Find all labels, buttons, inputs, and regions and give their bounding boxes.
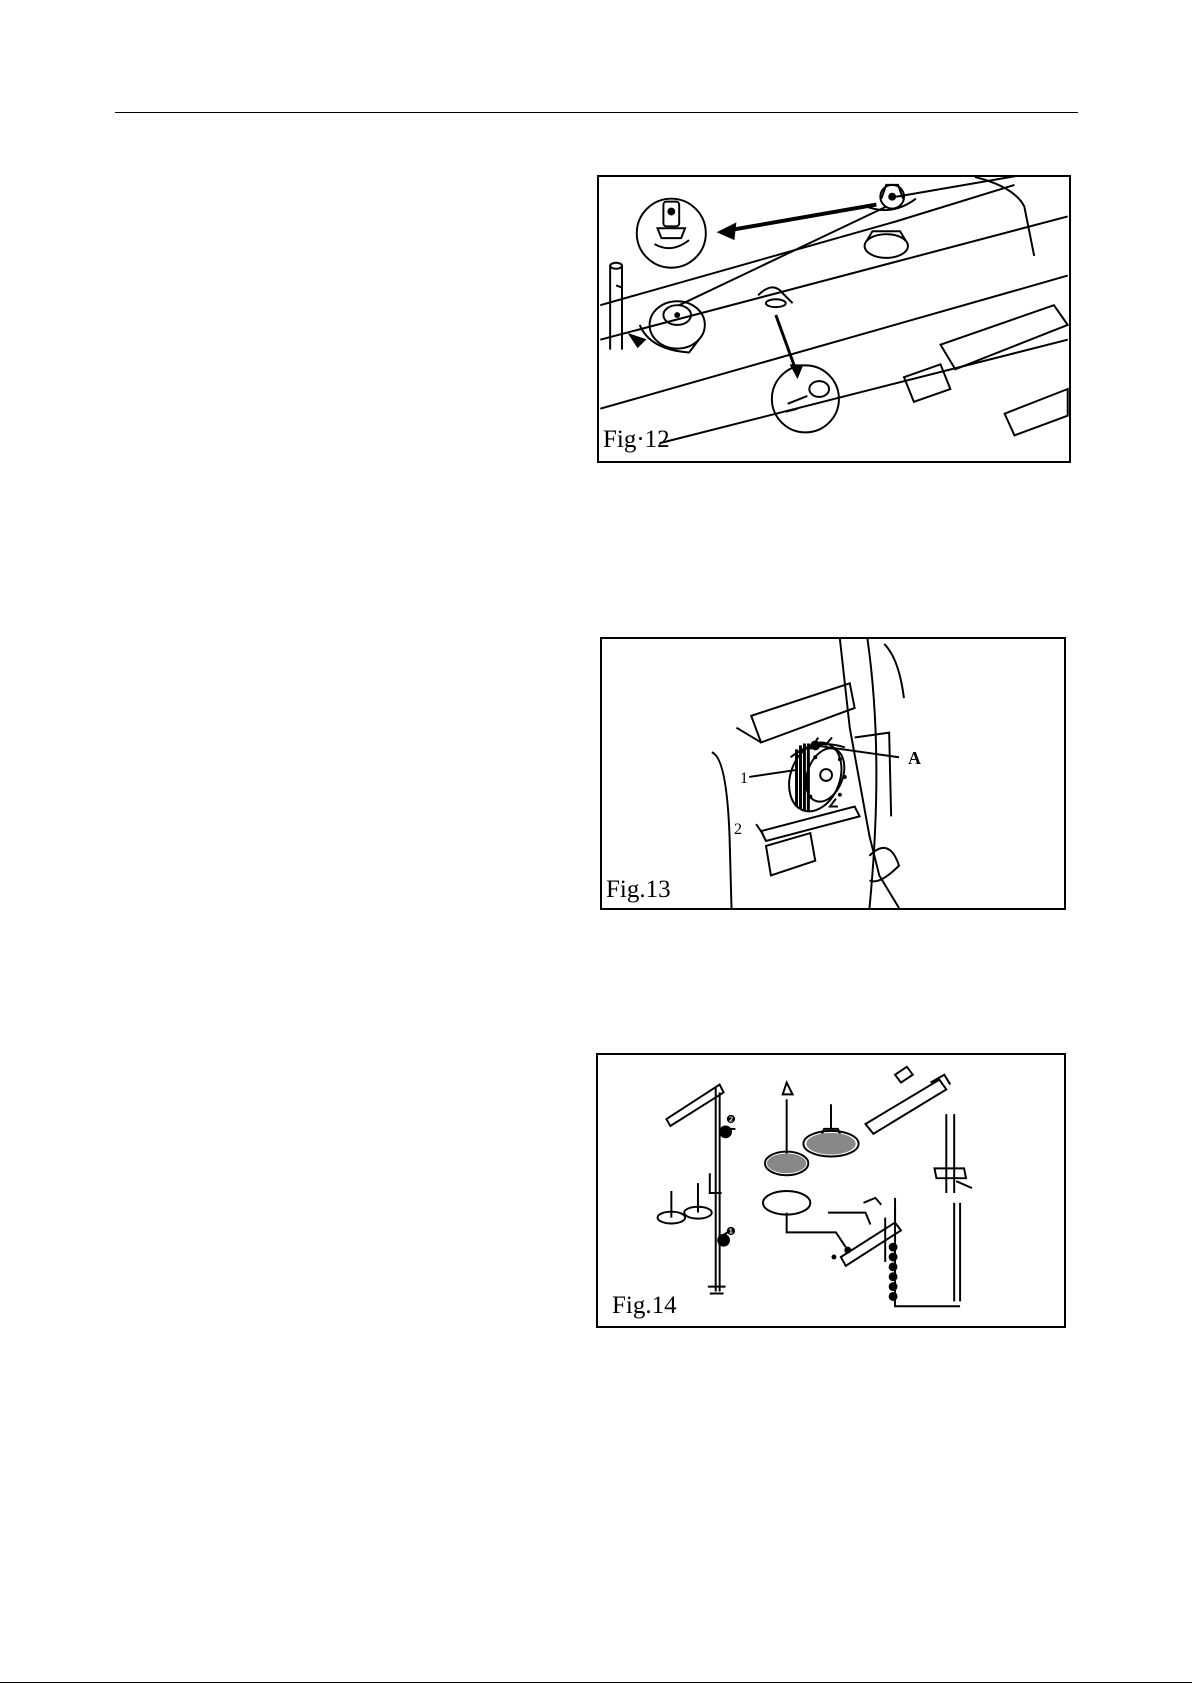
thread-stand-illustration [598,1055,1064,1326]
figure-12-caption: Fig·12 [603,427,670,452]
header-rule [115,112,1078,113]
footer-rule [0,1682,1192,1683]
label-a: A [908,749,921,767]
figure-13-stitch-dial: A 1 2 Fig.13 [600,637,1066,910]
figure-14-thread-stand: ❷ ❶ Fig.14 [596,1053,1066,1328]
label-1: 1 [740,771,748,787]
label-2: 2 [734,822,742,838]
label-1-circled: ❶ [726,1227,736,1238]
bobbin-winder-illustration [599,177,1069,461]
figure-12-bobbin-winder: Fig·12 [597,175,1071,463]
label-2-circled: ❷ [726,1115,736,1126]
figure-14-caption: Fig.14 [612,1293,677,1318]
figure-13-caption: Fig.13 [606,877,671,902]
stitch-dial-illustration [602,639,1064,908]
